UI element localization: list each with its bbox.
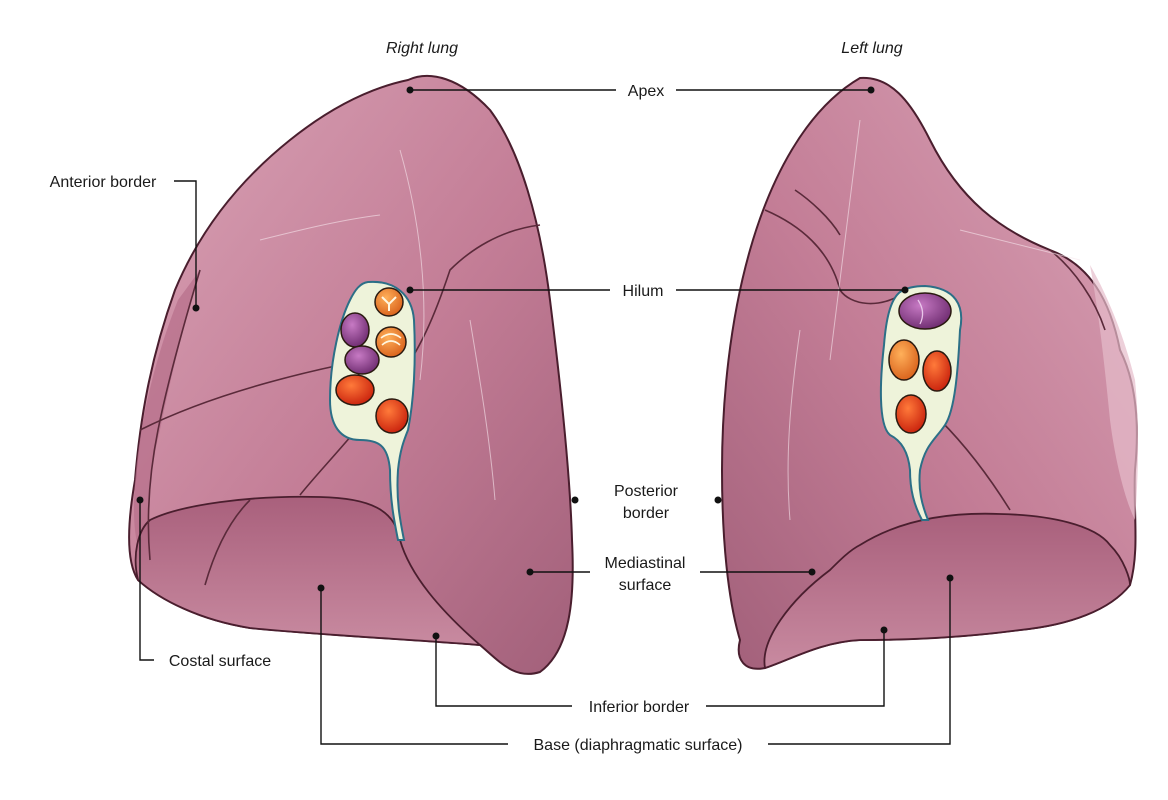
left-lung — [720, 76, 1139, 670]
left-texture-3 — [959, 229, 1081, 261]
mediastinal-surface-label-line1: Mediastinal — [605, 555, 686, 572]
posterior-border-dot-left — [714, 496, 722, 504]
base-leader-left — [768, 578, 951, 745]
hilum-dot-left — [901, 286, 909, 294]
posterior-border-dot-right — [571, 496, 579, 504]
apex-label: Apex — [628, 83, 664, 100]
costal-surface-dot — [136, 496, 144, 504]
base-leader-right — [320, 588, 508, 745]
right-lung-title: Right lung — [386, 40, 458, 57]
posterior-border-label-line1: Posterior — [614, 483, 679, 500]
left-vein-upper — [898, 292, 952, 330]
right-texture-1 — [399, 149, 425, 381]
base-dot-left — [946, 574, 954, 582]
anterior-border-dot — [192, 304, 200, 312]
hilum-label: Hilum — [623, 283, 664, 300]
mediastinal-dot-left — [808, 568, 816, 576]
right-bronchus-upper-lumen — [381, 296, 397, 311]
mediastinal-dot-right — [526, 568, 534, 576]
inferior-border-dot-left — [880, 626, 888, 634]
costal-surface-label: Costal surface — [169, 653, 271, 670]
right-texture-3 — [259, 214, 381, 241]
left-upper-fissure — [794, 189, 841, 236]
right-bronchus-upper — [374, 287, 404, 317]
posterior-border-label-line2: border — [623, 505, 670, 522]
left-lung-anterior-strip — [1090, 265, 1139, 520]
left-hilum — [879, 284, 963, 521]
apex-dot-left — [867, 86, 875, 94]
left-lung-title: Left lung — [841, 40, 902, 57]
apex-dot-right — [406, 86, 414, 94]
left-texture-2 — [787, 329, 801, 521]
right-lung-base — [134, 495, 483, 647]
right-hilum — [328, 280, 416, 541]
anterior-border-leader — [174, 180, 197, 308]
right-bronchus-lower — [375, 326, 407, 358]
right-anterior-edge — [147, 269, 201, 561]
anterior-border-label: Anterior border — [50, 174, 157, 191]
left-lung-base — [763, 512, 1131, 670]
left-texture-1 — [829, 119, 861, 361]
inferior-border-leader-left — [706, 630, 885, 707]
left-artery-2 — [895, 394, 927, 434]
costal-surface-leader — [139, 500, 154, 661]
hilum-dot-right — [406, 286, 414, 294]
base-dot-right — [317, 584, 325, 592]
right-lower-fissure — [204, 499, 251, 586]
left-posterior-edge — [1049, 249, 1106, 331]
left-artery-1 — [922, 350, 952, 392]
base-label: Base (diaphragmatic surface) — [534, 737, 743, 754]
left-vein-upper-lumen — [917, 299, 924, 325]
right-lung — [128, 75, 574, 675]
right-horizontal-fissure — [139, 364, 341, 431]
inferior-border-dot-right — [432, 632, 440, 640]
right-texture-2 — [469, 319, 496, 501]
right-artery-1 — [335, 374, 375, 406]
left-lower-fissure — [939, 419, 1011, 511]
inferior-border-leader-right — [435, 636, 572, 707]
left-bronchus — [888, 339, 920, 381]
mediastinal-surface-label-line2: surface — [619, 577, 672, 594]
right-vein-lower — [344, 345, 380, 375]
inferior-border-label: Inferior border — [589, 699, 690, 716]
right-bronchus-lower-lumen — [380, 333, 402, 346]
right-artery-2 — [375, 398, 409, 434]
right-vein-upper — [340, 312, 370, 348]
